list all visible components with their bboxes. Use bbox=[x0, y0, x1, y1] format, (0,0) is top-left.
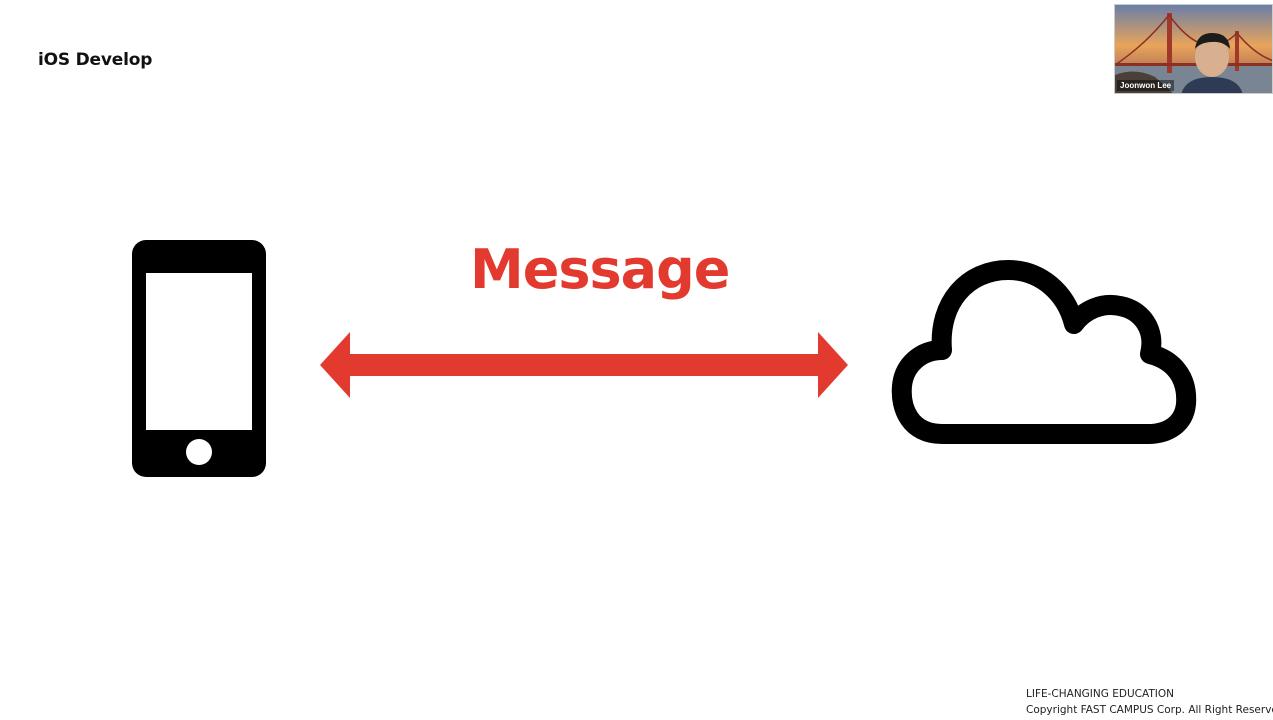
double-arrow-icon bbox=[320, 330, 848, 405]
smartphone-icon bbox=[132, 240, 266, 483]
footer-tagline: LIFE-CHANGING EDUCATION bbox=[1026, 686, 1273, 702]
speaker-name-label: Joonwon Lee bbox=[1117, 80, 1174, 91]
footer-copyright: Copyright FAST CAMPUS Corp. All Right Re… bbox=[1026, 702, 1273, 718]
slide-title: iOS Develop bbox=[38, 50, 152, 70]
message-label: Message bbox=[470, 238, 698, 301]
cloud-icon bbox=[890, 258, 1200, 459]
footer: LIFE-CHANGING EDUCATION Copyright FAST C… bbox=[1026, 686, 1273, 718]
speaker-video-thumbnail[interactable]: Joonwon Lee bbox=[1114, 4, 1273, 94]
